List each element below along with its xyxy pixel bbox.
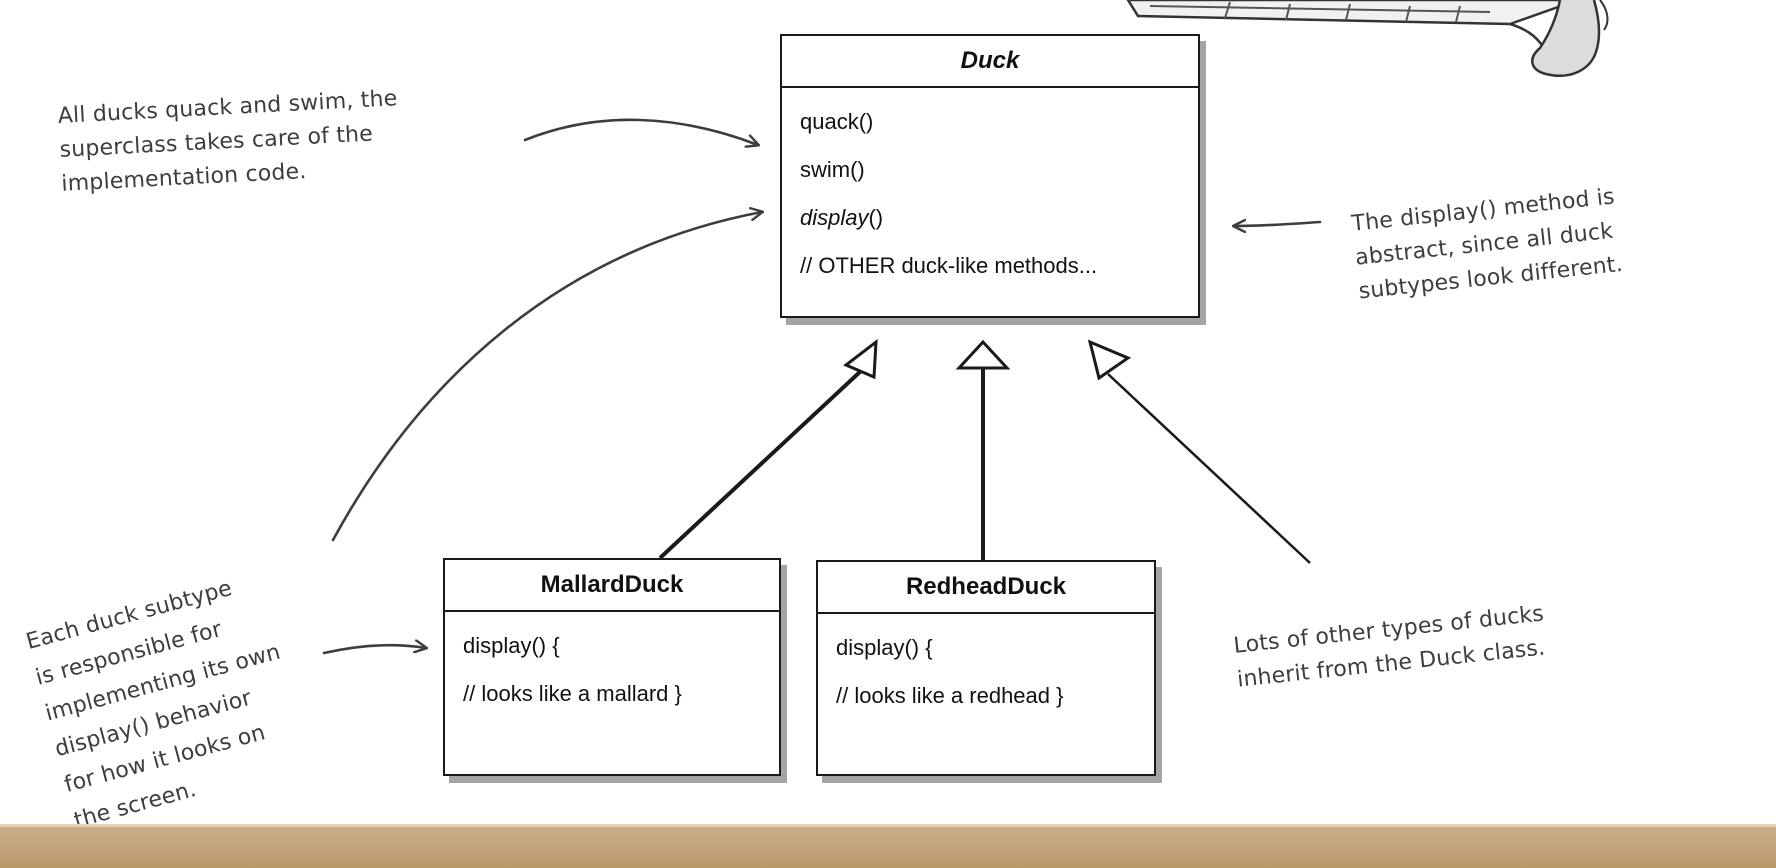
note-arrow-abstract (1234, 222, 1322, 226)
method-quack: quack() (800, 109, 874, 134)
inheritance-line-mallard (658, 368, 864, 560)
class-redheadduck-body: display() { // looks like a redhead } (818, 614, 1154, 720)
class-duck-methods: quack() swim() display() // OTHER duck-l… (782, 88, 1198, 290)
redhead-line-1: display() { (836, 635, 933, 660)
note-arrow-superclass (523, 118, 758, 145)
redhead-line-2: // looks like a redhead } (836, 683, 1064, 708)
class-redheadduck: RedheadDuck display() { // looks like a … (816, 560, 1156, 776)
inheritance-triangle-other (1087, 339, 1132, 381)
inheritance-triangle-mallard (843, 338, 878, 380)
method-swim: swim() (800, 157, 865, 182)
method-display-name: display (800, 205, 869, 230)
method-display-parens: () (868, 205, 884, 230)
class-mallardduck: MallardDuck display() { // looks like a … (443, 558, 781, 776)
note-arrow-subtype-curve (331, 212, 762, 542)
class-mallardduck-body: display() { // looks like a mallard } (445, 612, 779, 718)
note-arrow-subtype-mallard (322, 645, 426, 655)
note-superclass: All ducks quack and swim, the superclass… (57, 82, 402, 202)
inheritance-triangle-redhead (955, 339, 1011, 370)
inheritance-line-other (1107, 373, 1311, 564)
mallard-line-2: // looks like a mallard } (463, 681, 682, 706)
class-mallardduck-name: MallardDuck (445, 560, 779, 612)
method-display: display() (800, 194, 1180, 242)
class-duck: Duck quack() swim() display() // OTHER d… (780, 34, 1200, 318)
method-other: // OTHER duck-like methods... (800, 253, 1098, 278)
class-redheadduck-name: RedheadDuck (818, 562, 1154, 614)
sketch-illustration (1126, 0, 1609, 77)
mallard-line-1: display() { (463, 633, 560, 658)
bottom-paper-band (0, 824, 1776, 868)
class-duck-name: Duck (782, 36, 1198, 88)
